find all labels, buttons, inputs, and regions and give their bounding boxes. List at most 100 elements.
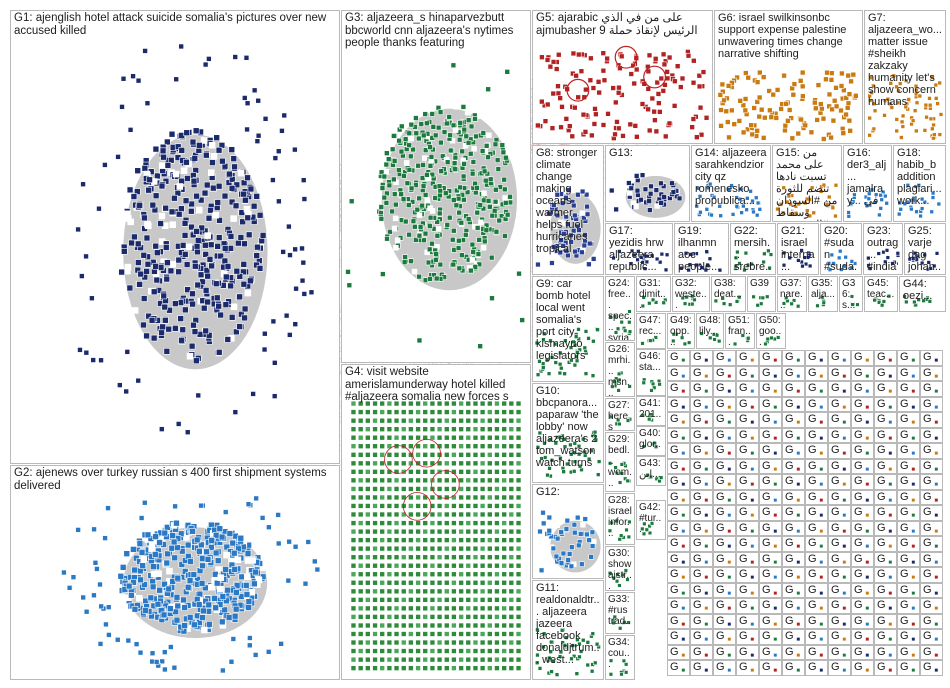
vertex-G3-86[interactable] [451,228,456,233]
vertex-G4-311[interactable] [516,503,521,508]
vertex-G4-53[interactable] [387,418,392,423]
vertex-G2-241[interactable] [139,549,145,555]
vertex-G3-183[interactable] [489,255,494,260]
vertex-G4-600[interactable] [351,614,356,619]
vertex-filler-18[interactable] [820,374,823,377]
vertex-G3-300[interactable] [494,229,499,234]
vertex-G1-80[interactable] [184,175,190,181]
vertex-G2-439[interactable] [103,536,108,541]
vertex-G4-413[interactable] [387,546,392,551]
vertex-G5-52[interactable] [588,78,593,83]
vertex-G4-519[interactable] [459,580,464,585]
vertex-G3-320[interactable] [399,192,404,197]
vertex-filler-187[interactable] [843,591,846,594]
vertex-G4-375[interactable] [459,529,464,534]
vertex-G3-69[interactable] [416,163,421,168]
vertex-G1-303[interactable] [135,241,141,247]
vertex-G4-214[interactable] [509,469,514,474]
vertex-G1-338[interactable] [210,185,216,191]
vertex-G4-565[interactable] [444,597,449,602]
vertex-G1-444[interactable] [301,178,306,183]
vertex-G9-23[interactable] [541,366,545,370]
vertex-G1-316[interactable] [254,253,260,259]
vertex-G4-108[interactable] [437,435,442,440]
vertex-G4-672[interactable] [351,640,356,645]
vertex-G14-35[interactable] [755,213,759,217]
vertex-G4-394[interactable] [423,538,428,543]
vertex-G5-116[interactable] [551,59,556,64]
vertex-G4-370[interactable] [423,529,428,534]
vertex-G4-156[interactable] [437,452,442,457]
vertex-G4-607[interactable] [401,614,406,619]
vertex-G2-353[interactable] [223,566,229,572]
vertex-G4-149[interactable] [387,452,392,457]
vertex-filler-78[interactable] [820,451,823,454]
vertex-G4-96[interactable] [351,435,356,440]
vertex-G4-28[interactable] [380,410,385,415]
vertex-G6-93[interactable] [719,123,724,128]
vertex-filler-140[interactable] [866,529,869,532]
vertex-G1-476[interactable] [99,358,104,363]
vertex-G1-418[interactable] [203,152,209,158]
vertex-G4-76[interactable] [380,427,385,432]
vertex-G12-29[interactable] [583,517,588,522]
vertex-G5-75[interactable] [611,86,616,91]
vertex-G1-483[interactable] [256,133,261,138]
vertex-G4-695[interactable] [516,640,521,645]
vertex-G7-6[interactable] [873,109,877,113]
vertex-G4-310[interactable] [509,503,514,508]
vertex-G3-270[interactable] [393,216,398,221]
vertex-G4-239[interactable] [516,478,521,483]
vertex-filler-85[interactable] [705,467,708,470]
vertex-G4-666[interactable] [480,632,485,637]
vertex-G5-47[interactable] [659,76,664,81]
vertex-G1-153[interactable] [159,213,165,219]
vertex-G5-103[interactable] [583,87,588,92]
vertex-G1-401[interactable] [257,265,263,271]
vertex-G4-113[interactable] [473,435,478,440]
vertex-G1-481[interactable] [121,76,126,81]
vertex-filler-151[interactable] [843,544,846,547]
vertex-G4-707[interactable] [430,649,435,654]
vertex-G4-433[interactable] [358,555,363,560]
vertex-G4-140[interactable] [494,444,499,449]
vertex-G3-13[interactable] [397,138,402,143]
vertex-filler-33[interactable] [889,389,892,392]
vertex-G3-385[interactable] [493,142,498,147]
vertex-G3-377[interactable] [460,149,465,154]
vertex-G1-339[interactable] [241,241,247,247]
vertex-G1-450[interactable] [174,77,179,82]
vertex-G2-468[interactable] [229,659,234,664]
vertex-G3-293[interactable] [445,121,450,126]
vertex-G4-71[interactable] [516,418,521,423]
vertex-G3-184[interactable] [487,204,492,209]
vertex-G1-411[interactable] [131,234,137,240]
vertex-filler-204[interactable] [682,622,685,625]
vertex-G1-229[interactable] [193,128,199,134]
vertex-G4-693[interactable] [502,640,507,645]
vertex-G4-427[interactable] [487,546,492,551]
vertex-G3-314[interactable] [403,219,408,224]
vertex-G4-676[interactable] [380,640,385,645]
vertex-G12-43[interactable] [569,564,574,569]
vertex-G1-412[interactable] [237,324,243,330]
vertex-G4-232[interactable] [466,478,471,483]
vertex-G4-430[interactable] [509,546,514,551]
vertex-G4-316[interactable] [380,512,385,517]
vertex-G4-100[interactable] [380,435,385,440]
vertex-G4-195[interactable] [373,469,378,474]
vertex-G4-435[interactable] [373,555,378,560]
vertex-G5-11[interactable] [650,96,655,101]
vertex-G9-5[interactable] [591,374,595,378]
vertex-G4-266[interactable] [365,495,370,500]
vertex-G3-329[interactable] [407,232,412,237]
vertex-G1-471[interactable] [244,55,249,60]
vertex-G2-339[interactable] [130,546,136,552]
vertex-G1-447[interactable] [79,274,84,279]
vertex-G4-144[interactable] [351,452,356,457]
vertex-G2-389[interactable] [233,606,239,612]
vertex-filler-8[interactable] [866,358,869,361]
vertex-G1-156[interactable] [206,215,212,221]
vertex-G4-412[interactable] [380,546,385,551]
vertex-G2-395[interactable] [128,592,134,598]
